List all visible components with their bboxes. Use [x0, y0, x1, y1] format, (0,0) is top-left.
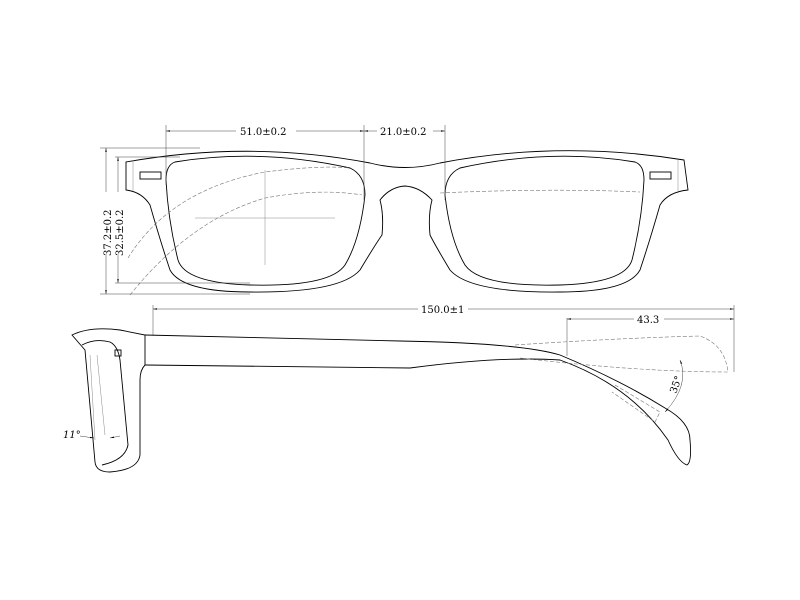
straight-temple-ghost — [514, 335, 729, 373]
bend-angle-dimension: 35° — [668, 375, 684, 395]
bridge-width-dimension: 21.0±0.2 — [380, 127, 427, 138]
frame-height-dimension: 37.2±0.2 — [103, 209, 114, 256]
front-view: 51.0±0.2 21.0±0.2 37.2±0.2 32.5±0.2 — [100, 124, 689, 296]
lens-width-dimension: 51.0±0.2 — [240, 127, 287, 138]
right-lens — [444, 155, 645, 286]
temple-arm — [144, 334, 692, 466]
pantoscopic-angle-dimension: 11° — [63, 430, 81, 441]
right-hinge-rivet — [649, 171, 672, 180]
left-lens — [165, 155, 366, 286]
temple-length-dimension: 150.0±1 — [421, 305, 464, 316]
lens-height-dimension: 32.5±0.2 — [115, 209, 126, 256]
front-rim-side — [71, 328, 146, 473]
bend-length-dimension: 43.3 — [637, 315, 659, 326]
frame-outline — [125, 150, 689, 293]
side-view: 150.0±1 43.3 35° 11° — [63, 302, 735, 473]
left-hinge-rivet — [139, 171, 162, 180]
